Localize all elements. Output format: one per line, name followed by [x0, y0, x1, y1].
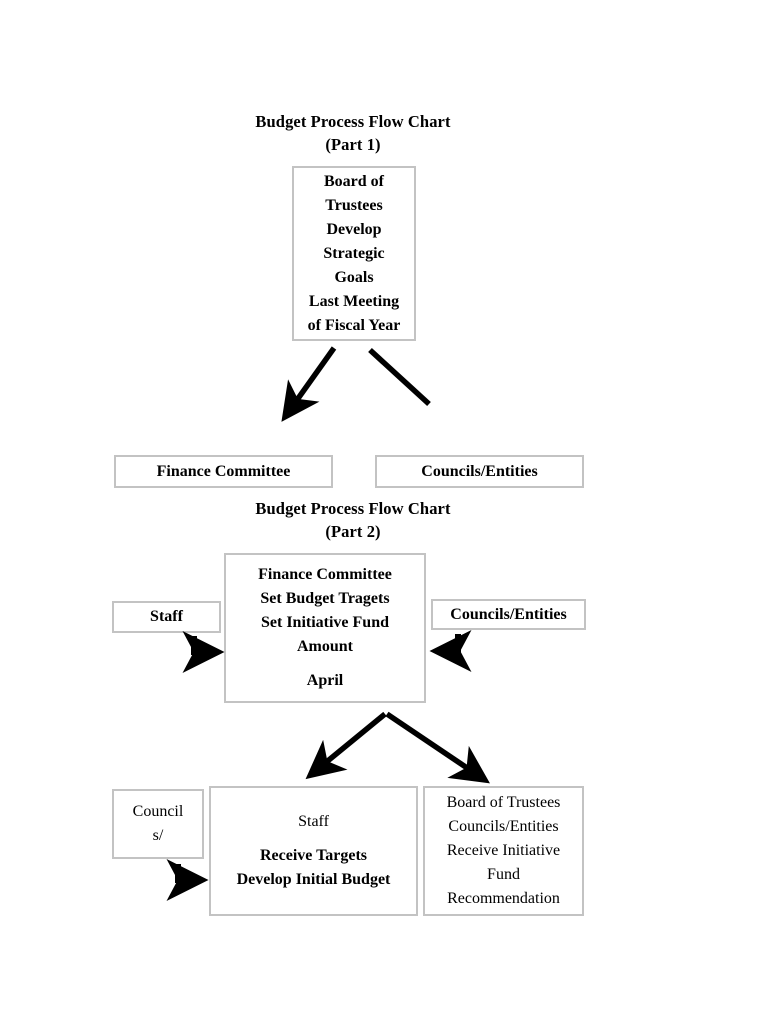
- councils-entities-box-part1: Councils/Entities: [375, 455, 584, 488]
- councils-wrapped-box: Council s/: [112, 789, 204, 859]
- fc-targets-blank-line: [226, 659, 424, 669]
- staff-label: Staff: [150, 608, 183, 625]
- board-line-6: Last Meeting: [308, 292, 400, 310]
- councils-entities-label-part2: Councils/Entities: [450, 605, 567, 623]
- staff-receive-line-2: Develop Initial Budget: [236, 871, 391, 888]
- arrow-board-to-finance-committee: [281, 346, 337, 422]
- staff-receive-blank-line: [211, 834, 416, 844]
- board-receive-line-4: Fund: [487, 866, 520, 883]
- board-line-4: Strategic: [323, 244, 385, 262]
- board-line-2: Trustees: [325, 196, 383, 214]
- staff-box-part2: Staff: [112, 601, 221, 633]
- board-receive-line-1: Board of Trustees: [446, 794, 561, 811]
- fc-targets-line-1: Finance Committee: [258, 566, 392, 583]
- board-line-7: of Fiscal Year: [307, 316, 401, 334]
- arrow-finance-committee-to-staff-receive: [305, 711, 387, 780]
- board-receive-initiative-box: Board of Trustees Councils/Entities Rece…: [423, 786, 584, 916]
- arrow-finance-committee-to-board-receive: [385, 711, 490, 784]
- part2-title: Budget Process Flow Chart (Part 2): [255, 499, 451, 541]
- arrow-councils-to-finance-committee: [429, 630, 472, 672]
- fc-targets-line-4: Amount: [296, 638, 353, 655]
- finance-committee-box-part1: Finance Committee: [114, 455, 333, 488]
- staff-receive-targets-box: Staff Receive Targets Develop Initial Bu…: [209, 786, 418, 916]
- board-line-5: Goals: [334, 268, 374, 286]
- staff-receive-line-1: Receive Targets: [259, 847, 368, 864]
- finance-committee-targets-box: Finance Committee Set Budget Tragets Set…: [224, 553, 426, 703]
- fc-targets-line-3: Set Initiative Fund: [260, 614, 389, 631]
- staff-receive-heading: Staff: [298, 813, 329, 830]
- board-of-trustees-box: Board of Trustees Develop Strategic Goal…: [292, 166, 416, 341]
- finance-committee-label: Finance Committee: [156, 462, 291, 480]
- board-line-1: Board of: [324, 172, 384, 190]
- councils-entities-label: Councils/Entities: [421, 462, 538, 480]
- fc-targets-month: April: [306, 672, 344, 689]
- fc-targets-line-2: Set Budget Tragets: [260, 590, 390, 607]
- arrow-councils-to-staff-receive: [166, 859, 209, 901]
- arrow-staff-to-finance-committee: [182, 631, 225, 673]
- board-receive-line-5: Recommendation: [447, 890, 560, 907]
- councils-entities-box-part2: Councils/Entities: [431, 599, 586, 630]
- part1-title: Budget Process Flow Chart (Part 1): [255, 112, 451, 154]
- board-receive-line-3: Receive Initiative: [446, 842, 561, 859]
- board-line-3: Develop: [326, 220, 382, 238]
- councils-wrapped-line-1: Council: [132, 803, 184, 820]
- councils-wrapped-line-2: s/: [152, 827, 164, 844]
- board-receive-line-2: Councils/Entities: [448, 818, 559, 835]
- line-board-to-councils-entities: [368, 347, 431, 407]
